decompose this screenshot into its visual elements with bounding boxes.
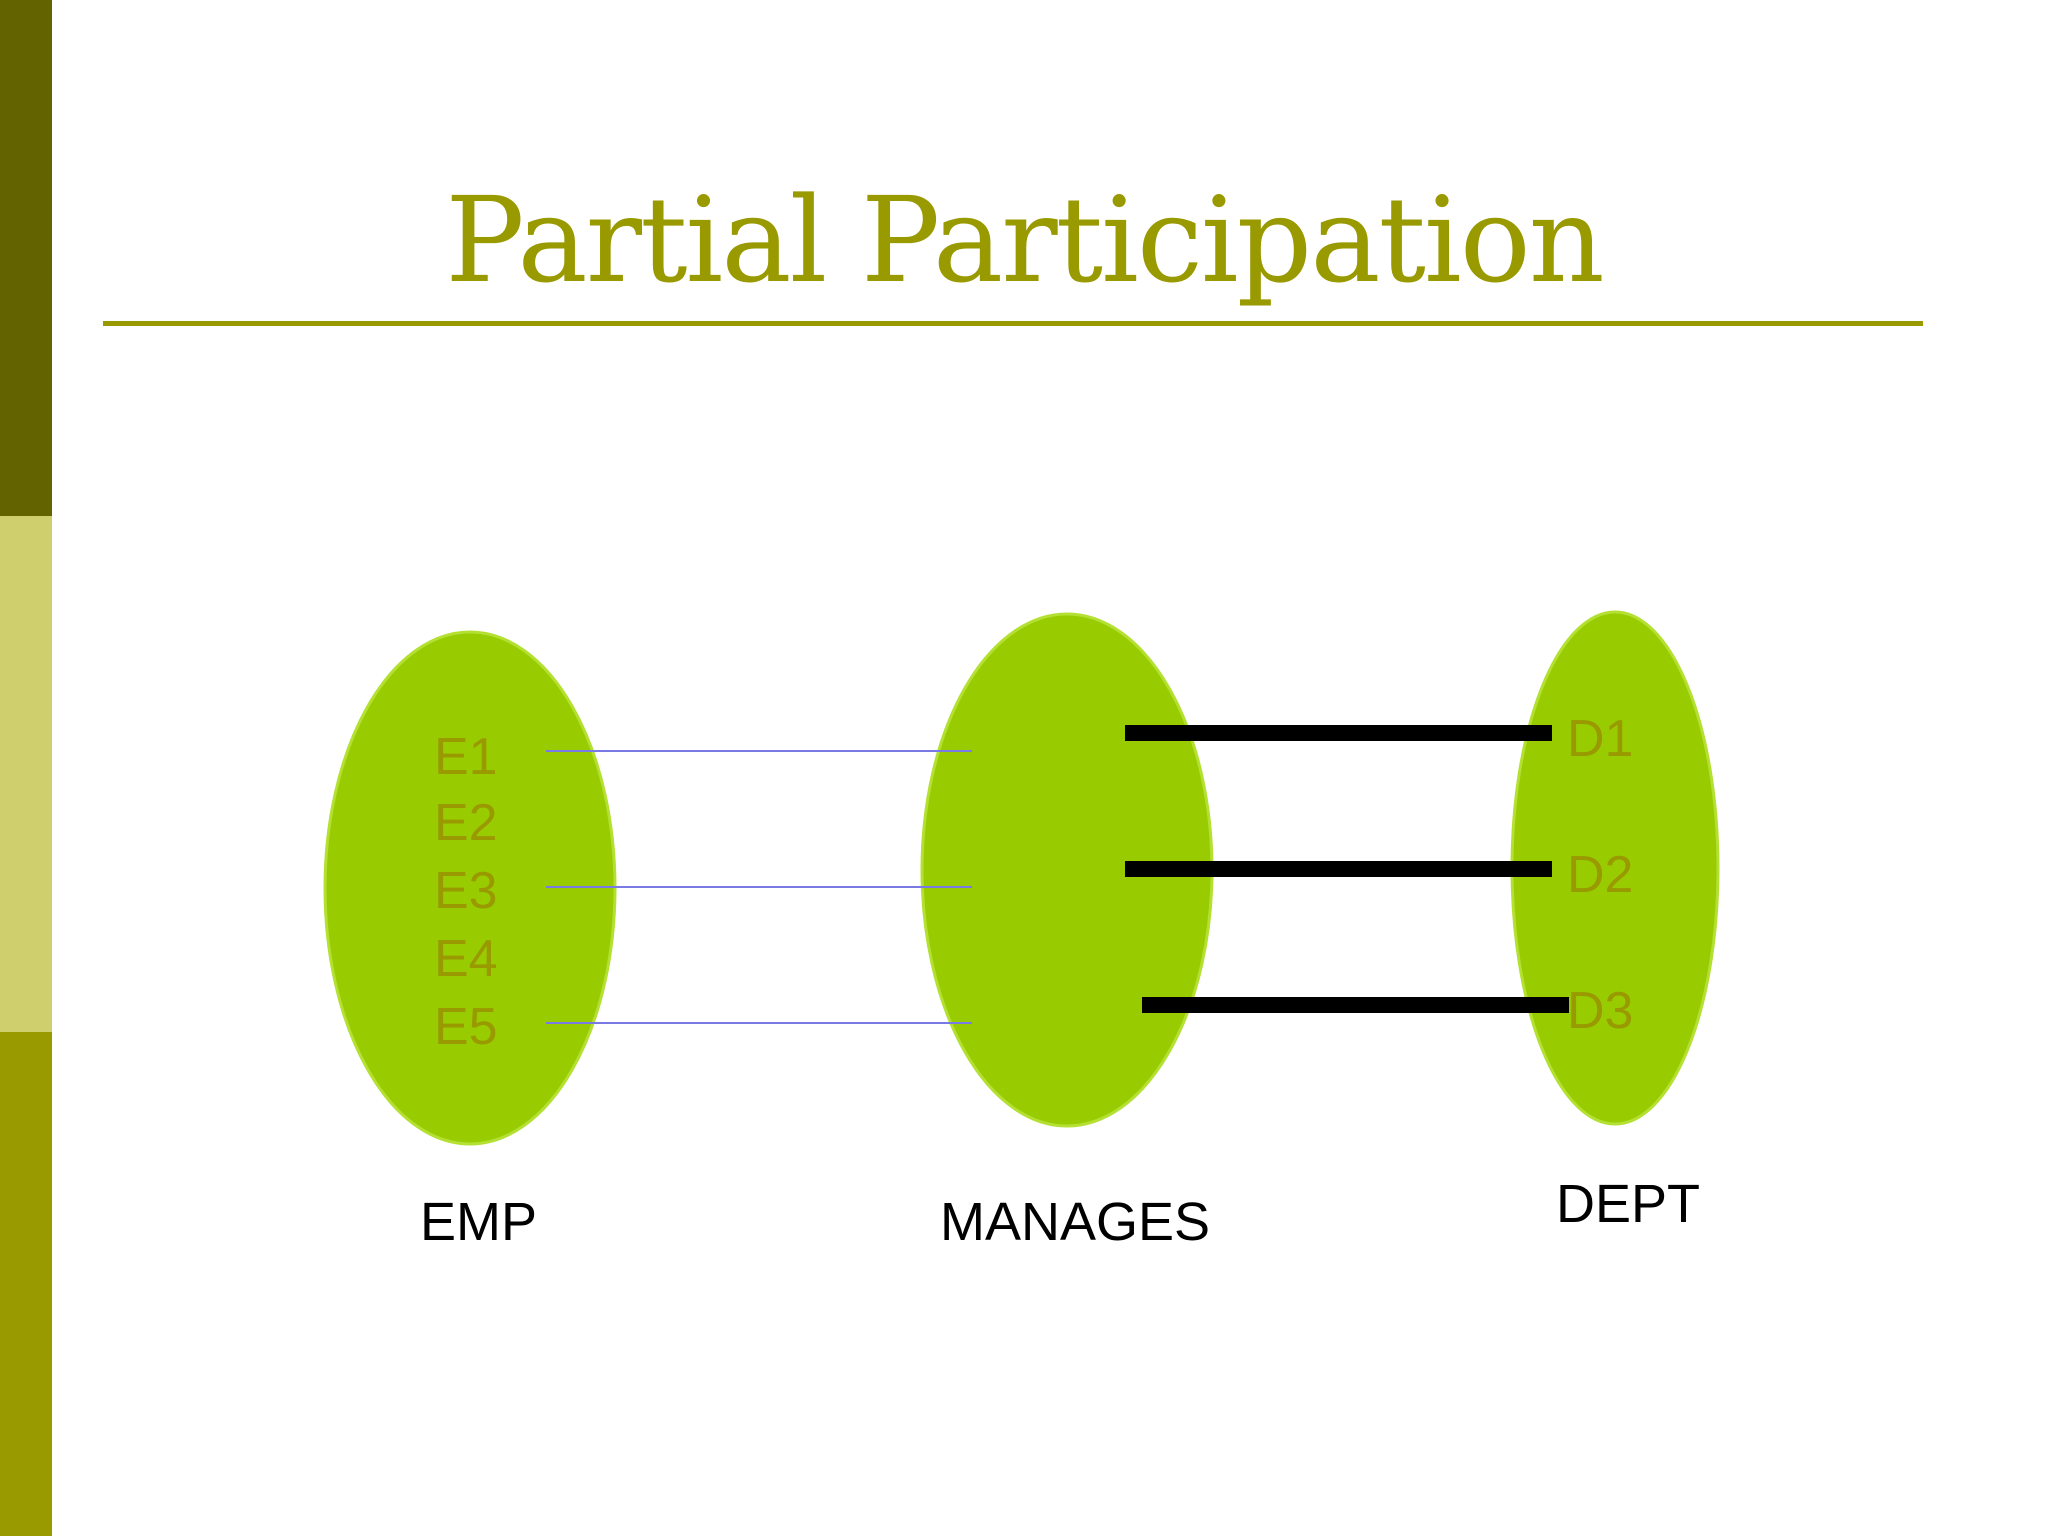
slide-title: Partial Participation: [445, 171, 1605, 309]
emp-set-label: EMP: [420, 1192, 538, 1252]
dept-member-d3: D3: [1567, 982, 1633, 1040]
dept-member-d1: D1: [1567, 710, 1633, 768]
dept-member-d2: D2: [1567, 846, 1633, 904]
sidebar-band-bottom: [0, 1032, 52, 1536]
emp-member-e4: E4: [434, 930, 498, 988]
emp-member-e5: E5: [434, 998, 498, 1056]
dept-set-label: DEPT: [1556, 1174, 1701, 1234]
sidebar-band-middle: [0, 516, 52, 1032]
emp-member-e3: E3: [434, 862, 498, 920]
emp-member-e1: E1: [434, 728, 498, 786]
title-underline: [103, 321, 1923, 326]
sidebar-band-top: [0, 0, 52, 516]
emp-member-e2: E2: [434, 794, 498, 852]
manages-set-label: MANAGES: [940, 1192, 1211, 1252]
